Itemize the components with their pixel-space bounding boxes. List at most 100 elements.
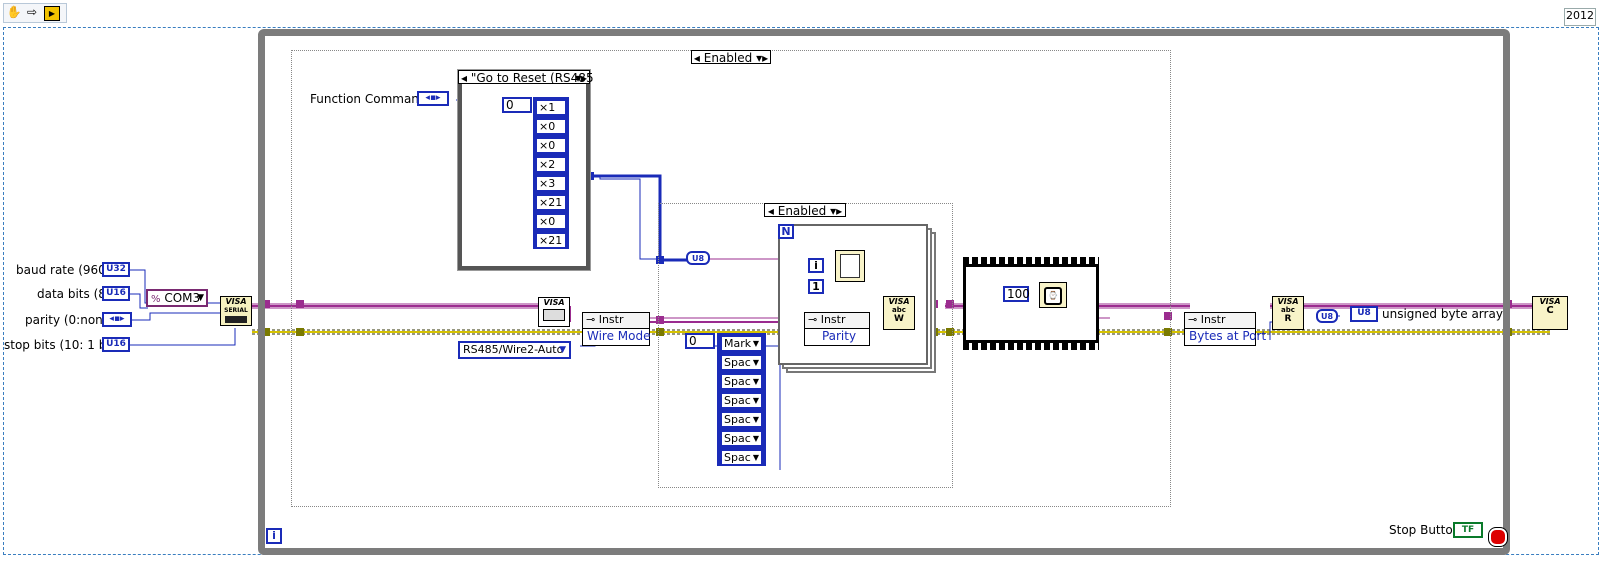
loop-iteration-terminal: i <box>266 528 282 544</box>
parity-enum-value: Spac <box>724 375 751 388</box>
next-case-icon: ▾▸ <box>830 204 843 218</box>
visa-write-node[interactable]: VISA abc W <box>883 296 915 330</box>
array-element[interactable]: ×1 <box>535 99 567 116</box>
labview-version-badge: 2012 <box>1564 8 1596 26</box>
parity-enum-element[interactable]: Spac▼ <box>720 373 763 390</box>
visa-read-label: abc <box>1281 306 1295 314</box>
stop-condition-icon[interactable] <box>1488 527 1508 547</box>
for-loop-index-terminal: i <box>808 258 824 273</box>
run-arrow-icon[interactable]: ⇨ <box>26 5 38 19</box>
property-class-header: ⊸ Instr <box>805 313 869 329</box>
wire-mode-ring-constant[interactable]: RS485/Wire2-Auto ▼ <box>458 341 571 359</box>
array-element[interactable]: ×0 <box>535 118 567 135</box>
stop-button-terminal[interactable]: TF <box>1453 522 1483 538</box>
chevron-down-icon: ▼ <box>197 293 204 303</box>
visa-resource-icon: % <box>151 294 161 305</box>
function-command-terminal[interactable]: ◂▪▸ <box>417 91 449 106</box>
property-node-wire-mode[interactable]: ⊸ Instr Wire Mode <box>582 312 651 346</box>
property-node-parity[interactable]: ⊸ Instr Parity <box>804 312 870 346</box>
command-array-constant[interactable]: ×1 ×0 ×0 ×2 ×3 ×21 ×0 ×21 <box>533 97 569 249</box>
function-command-label: Function Command <box>310 92 427 106</box>
outer-case-selector[interactable]: ◂ Enabled ▾▸ <box>691 50 771 65</box>
parity-enum-element[interactable]: Spac▼ <box>720 392 763 409</box>
chevron-down-icon: ▼ <box>752 453 759 462</box>
array-subset-icon <box>840 254 860 278</box>
visa-node-title: VISA <box>543 298 565 307</box>
hand-icon[interactable]: ✋ <box>6 5 22 19</box>
baud-rate-label: baud rate (9600) <box>16 263 119 277</box>
visa-property-node-resource[interactable]: VISA <box>538 297 570 327</box>
array-index-display[interactable]: 0 <box>502 97 532 113</box>
wait-ms-constant[interactable]: 100 <box>1003 286 1030 302</box>
while-loop[interactable] <box>258 29 1510 555</box>
diagram-toolbar: ✋ ⇨ ▶ <box>3 3 67 23</box>
numeric-constant-one[interactable]: 1 <box>808 279 824 294</box>
visa-resource-value: COM3 <box>164 291 201 305</box>
u8-conversion-node-out[interactable]: U8 <box>1316 309 1338 323</box>
visa-node-title: VISA <box>1277 297 1299 306</box>
flat-sequence-structure[interactable] <box>963 264 1099 343</box>
data-bits-terminal[interactable]: U16 <box>102 286 130 301</box>
outer-case-label: Enabled <box>703 51 753 65</box>
property-class-label: Instr <box>1200 313 1226 326</box>
write-mark: W <box>894 314 904 324</box>
visa-read-node[interactable]: VISA abc R <box>1272 296 1304 330</box>
parity-array-index[interactable]: 0 <box>685 333 715 349</box>
array-element[interactable]: ×2 <box>535 156 567 173</box>
property-class-label: Instr <box>598 313 624 326</box>
u8-conversion-node[interactable]: U8 <box>686 251 710 265</box>
sequence-film-bottom <box>963 342 1099 350</box>
sequence-film-top <box>963 257 1099 265</box>
visa-configure-serial-node[interactable]: VISA SERIAL <box>220 296 252 326</box>
array-element[interactable]: ×3 <box>535 175 567 192</box>
array-element[interactable]: ×21 <box>535 232 567 249</box>
wait-ms-node[interactable]: ⌚ <box>1039 282 1067 308</box>
chevron-down-icon: ▼ <box>559 345 566 355</box>
parity-enum-element[interactable]: Spac▼ <box>720 449 763 466</box>
close-mark: C <box>1546 305 1554 316</box>
property-class-label: Instr <box>820 313 846 326</box>
chevron-down-icon: ▼ <box>752 434 759 443</box>
baud-rate-terminal[interactable]: U32 <box>102 262 130 277</box>
property-class-header: ⊸ Instr <box>583 313 649 329</box>
visa-resource-constant[interactable]: % COM3 ▼ <box>146 289 208 307</box>
array-element[interactable]: ×0 <box>535 137 567 154</box>
array-element[interactable]: ×0 <box>535 213 567 230</box>
key-icon: ⊸ <box>808 313 821 326</box>
next-case-icon: ▾▸ <box>574 71 587 85</box>
prev-case-icon: ◂ <box>461 71 468 85</box>
parity-array-constant[interactable]: Mark▼Spac▼Spac▼Spac▼Spac▼Spac▼Spac▼ <box>717 333 766 466</box>
visa-close-node[interactable]: VISA C <box>1532 296 1568 330</box>
serial-port-icon <box>225 316 247 323</box>
for-loop-count-terminal: N <box>778 224 794 239</box>
parity-enum-element[interactable]: Spac▼ <box>720 430 763 447</box>
command-case-selector[interactable]: ◂ "Go to Reset (RS485 ▾▸ <box>458 70 594 85</box>
property-node-bytes-at-port[interactable]: ⊸ Instr Bytes at Port <box>1184 312 1267 346</box>
bytes-at-port-property[interactable]: Bytes at Port <box>1189 329 1267 343</box>
inner-case-selector[interactable]: ◂ Enabled ▾▸ <box>764 203 846 218</box>
chevron-down-icon: ▼ <box>752 358 759 367</box>
key-icon: ⊸ <box>586 313 599 326</box>
visa-node-title: VISA <box>1539 297 1561 306</box>
stop-bits-terminal[interactable]: U16 <box>102 337 130 352</box>
replace-subset-node[interactable] <box>835 250 865 282</box>
visa-node-title: VISA <box>888 297 910 306</box>
parity-enum-element[interactable]: Spac▼ <box>720 411 763 428</box>
chevron-down-icon: ▼ <box>752 377 759 386</box>
parity-enum-element[interactable]: Mark▼ <box>720 335 763 352</box>
stop-bits-label: stop bits (10: 1 bit) <box>4 338 120 352</box>
parity-enum-value: Spac <box>724 451 751 464</box>
parity-enum-terminal[interactable]: ◂▪▸ <box>102 312 132 327</box>
parity-enum-element[interactable]: Spac▼ <box>720 354 763 371</box>
parity-property[interactable]: Parity <box>821 329 857 343</box>
enum-arrows-icon: ◂▪▸ <box>425 93 441 103</box>
parity-enum-value: Mark <box>724 337 752 350</box>
prev-case-icon: ◂ <box>767 204 774 218</box>
serial-node-label: SERIAL <box>224 307 248 314</box>
stop-button-label: Stop Button <box>1389 523 1461 537</box>
parity-enum-value: Spac <box>724 432 751 445</box>
unsigned-byte-array-label: unsigned byte array <box>1382 307 1503 321</box>
array-element[interactable]: ×21 <box>535 194 567 211</box>
wire-mode-property[interactable]: Wire Mode <box>587 329 651 343</box>
unsigned-byte-array-terminal[interactable]: U8 <box>1350 306 1378 322</box>
